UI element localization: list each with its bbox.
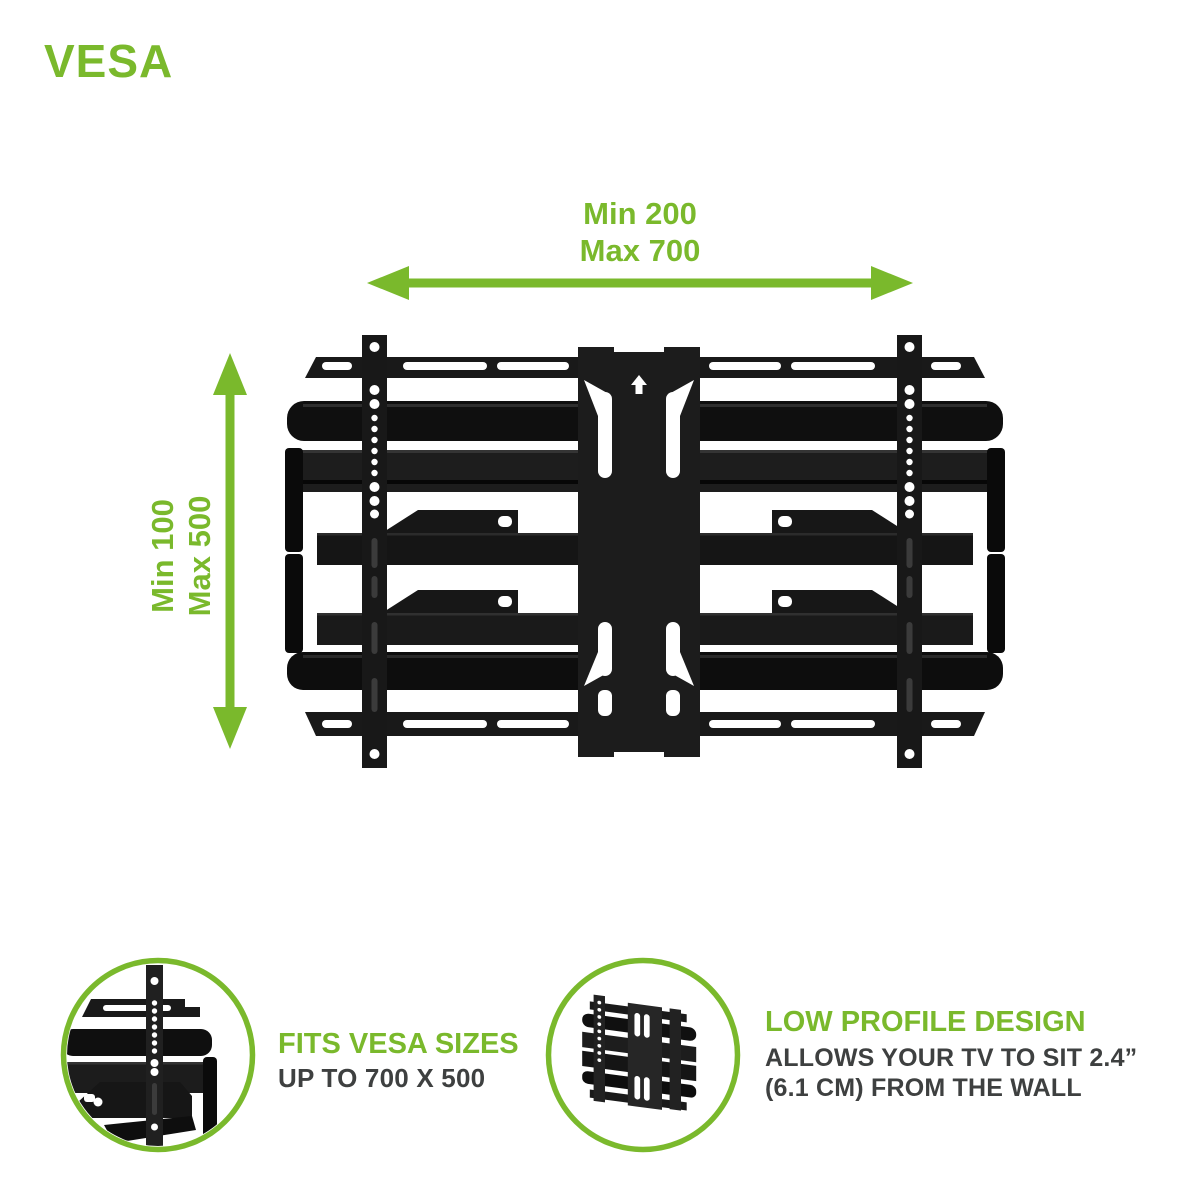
horizontal-double-arrow-icon: [367, 266, 913, 300]
vertical-dimension-min: Min 100: [145, 499, 180, 613]
feature-low-profile-body: ALLOWS YOUR TV TO SIT 2.4” (6.1 CM) FROM…: [765, 1043, 1137, 1103]
mount-perspective-view: [582, 994, 697, 1111]
feature-vesa-sizes-heading: FITS VESA SIZES: [278, 1028, 519, 1060]
vesa-rail-left: [362, 335, 387, 768]
feature-circle-low-profile: [545, 957, 741, 1153]
up-arrow-icon: [631, 375, 647, 394]
vertical-double-arrow-icon: [213, 353, 247, 749]
feature-low-profile-body-line2: (6.1 CM) FROM THE WALL: [765, 1074, 1082, 1102]
wall-plate: [578, 347, 700, 757]
tv-wall-mount-front-view: [285, 335, 1005, 768]
horizontal-dimension-max: Max 700: [579, 233, 701, 268]
vertical-dimension-label: Min 100 Max 500: [144, 496, 218, 617]
arm-knuckles: [382, 510, 908, 613]
vertical-dimension-max: Max 500: [182, 495, 217, 617]
horizontal-dimension-label: Min 200 Max 700: [490, 195, 790, 269]
vesa-rail-right: [897, 335, 922, 768]
feature-vesa-sizes: FITS VESA SIZES UP TO 700 X 500: [278, 1028, 519, 1093]
feature-low-profile-body-line1: ALLOWS YOUR TV TO SIT 2.4”: [765, 1044, 1138, 1072]
page-title: VESA: [44, 35, 174, 87]
arm-end-caps: [285, 448, 1005, 653]
horizontal-dimension-min: Min 200: [583, 196, 697, 231]
feature-vesa-sizes-body: UP TO 700 X 500: [278, 1063, 486, 1093]
feature-circle-vesa-detail: [60, 957, 256, 1153]
mount-closeup-detail: [67, 965, 217, 1146]
feature-low-profile: LOW PROFILE DESIGN ALLOWS YOUR TV TO SIT…: [765, 1006, 1137, 1103]
feature-low-profile-heading: LOW PROFILE DESIGN: [765, 1006, 1086, 1038]
